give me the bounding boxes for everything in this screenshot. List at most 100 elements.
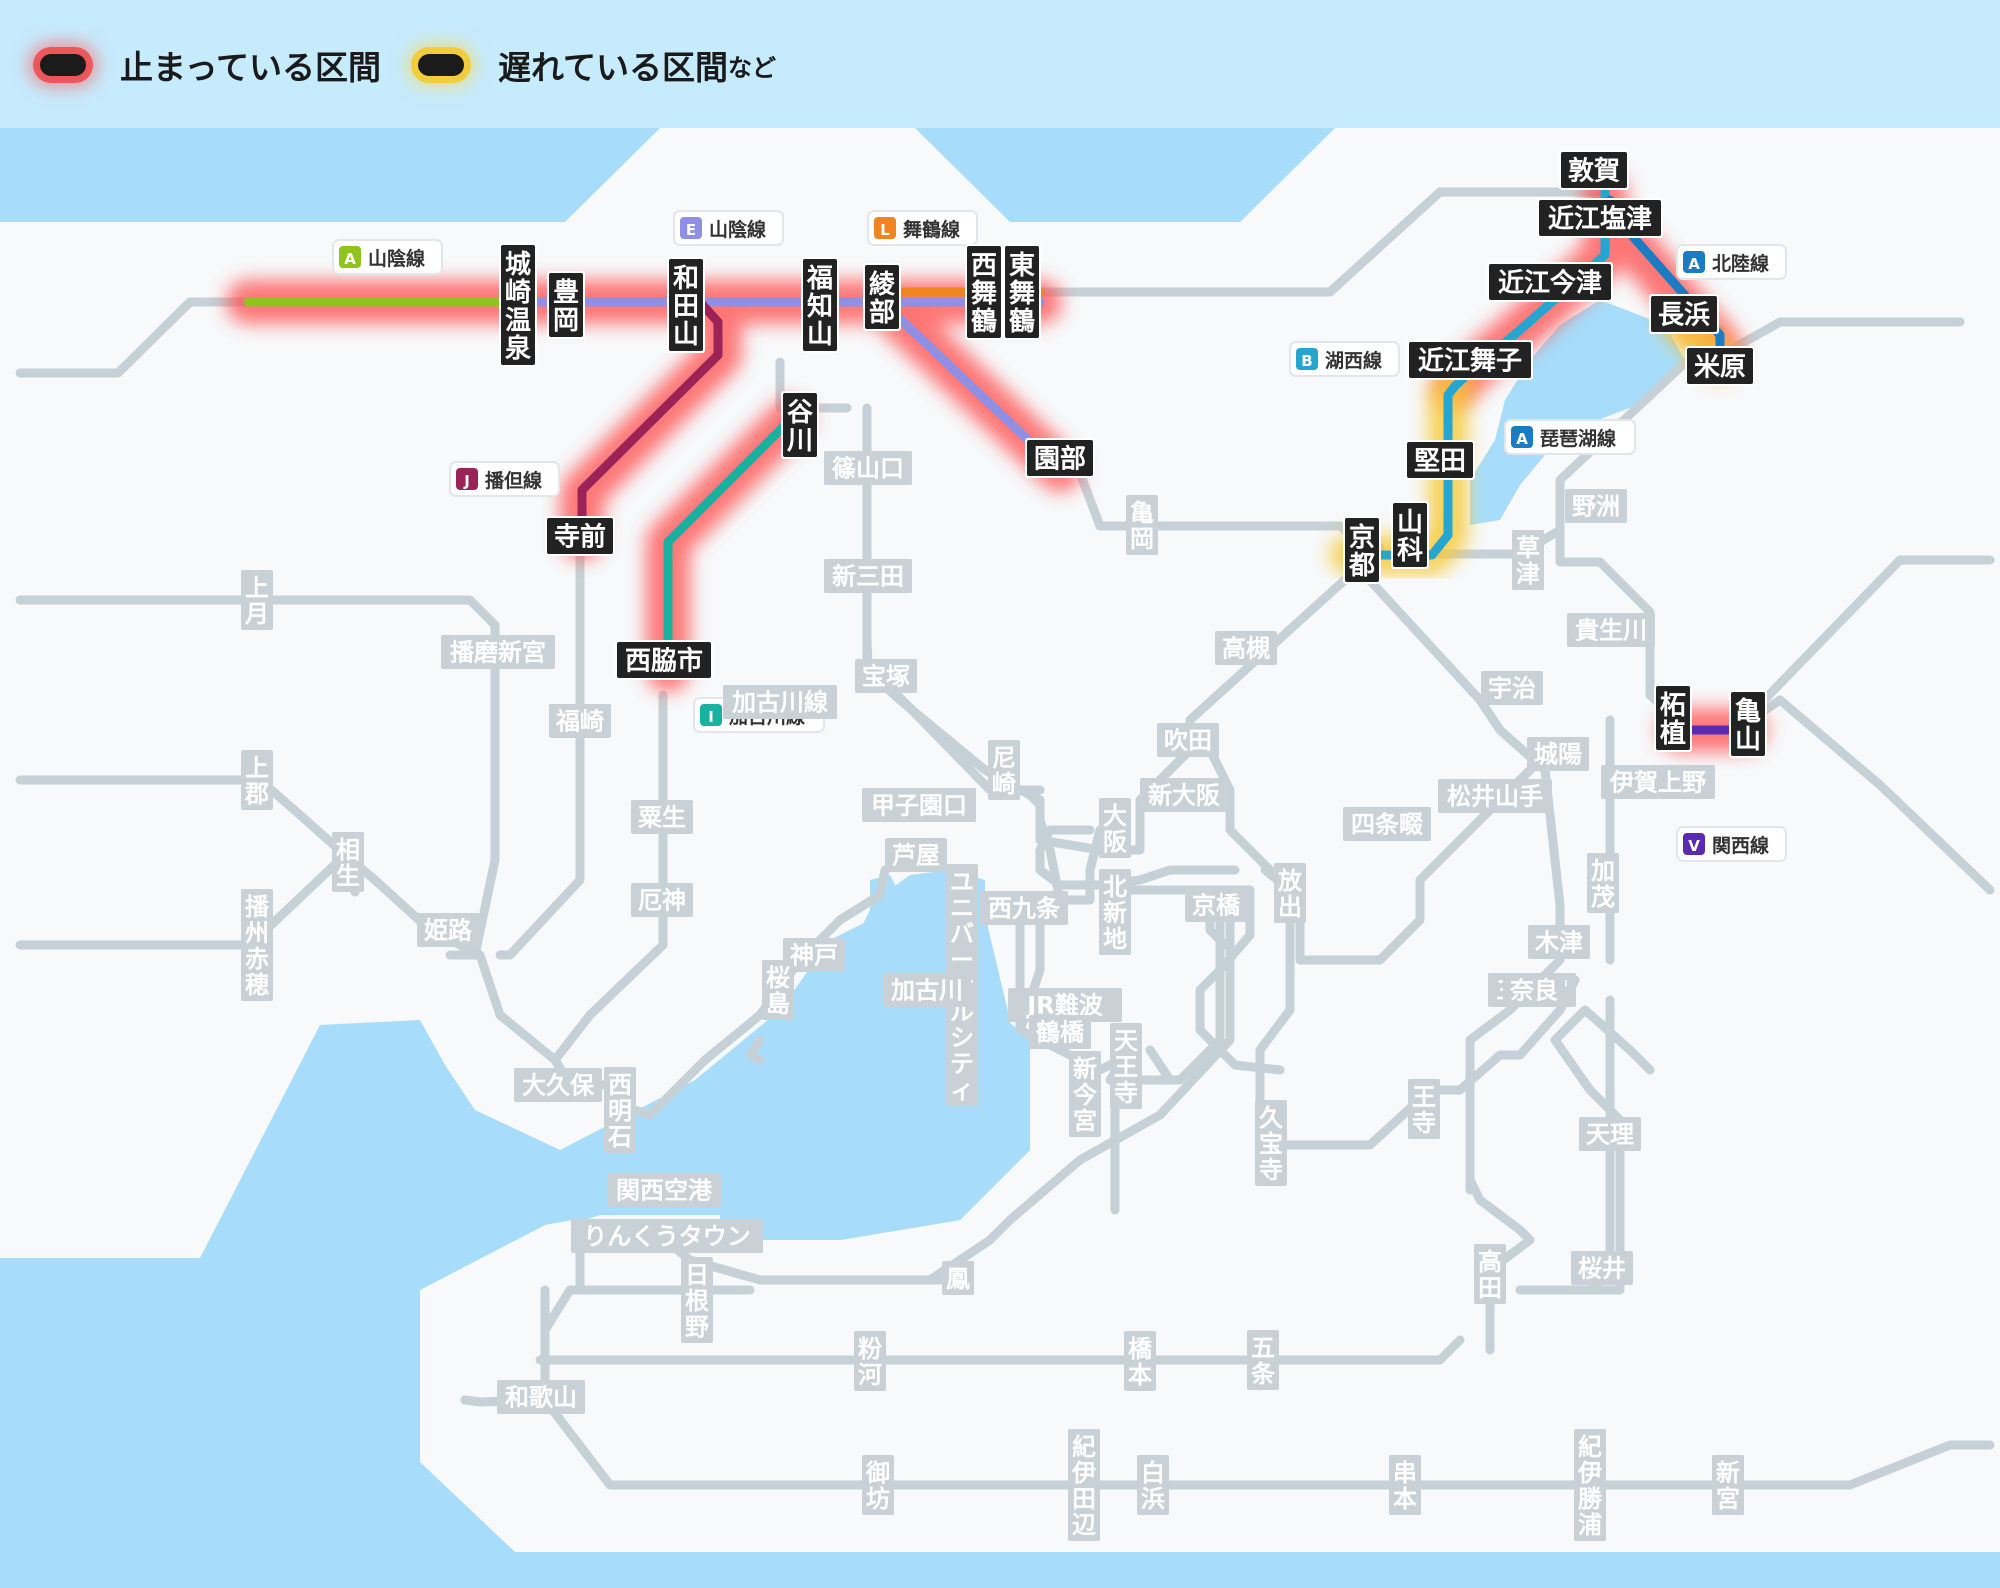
- station-53[interactable]: 日根野: [681, 1257, 713, 1343]
- station-9[interactable]: 宇治: [1481, 671, 1543, 705]
- delayed-swatch: [418, 54, 464, 76]
- station-10[interactable]: 城陽: [1527, 737, 1589, 771]
- station-58[interactable]: 橋本: [1124, 1331, 1156, 1391]
- station-5[interactable]: 野洲: [1565, 489, 1627, 523]
- station-33[interactable]: 京橋: [1185, 888, 1247, 922]
- station-active-19[interactable]: 山科: [1391, 501, 1429, 569]
- station-name: 近江今津: [1498, 267, 1602, 298]
- station-name: 上月: [244, 574, 269, 628]
- station-15[interactable]: 加古川線: [723, 685, 837, 719]
- station-name: 吹田: [1164, 727, 1212, 755]
- station-active-11[interactable]: 園部: [1025, 438, 1095, 478]
- station-36[interactable]: 木津: [1528, 925, 1590, 959]
- station-active-17[interactable]: 近江舞子: [1407, 340, 1533, 380]
- station-52[interactable]: りんくうタウン: [571, 1219, 763, 1253]
- station-26[interactable]: 粟生: [631, 800, 693, 834]
- station-11[interactable]: 伊賀上野: [1601, 765, 1715, 799]
- station-name: 米原: [1694, 352, 1746, 382]
- station-21[interactable]: 松井山手: [1438, 779, 1552, 813]
- station-name: JR難波: [1025, 992, 1103, 1020]
- station-active-5[interactable]: 綾部: [863, 263, 901, 331]
- station-active-3[interactable]: 和田山: [667, 257, 705, 353]
- station-35[interactable]: 加茂: [1587, 853, 1619, 913]
- station-active-12[interactable]: 敦賀: [1559, 150, 1629, 190]
- station-14[interactable]: 福崎: [549, 704, 611, 738]
- station-57[interactable]: 粉河: [854, 1331, 886, 1391]
- station-18[interactable]: 新大阪: [1140, 778, 1228, 812]
- station-55[interactable]: 高田: [1474, 1244, 1506, 1304]
- station-active-7[interactable]: 東舞鶴: [1003, 244, 1041, 340]
- station-3[interactable]: 宝塚: [855, 659, 917, 693]
- station-47[interactable]: 天王寺: [1110, 1023, 1142, 1109]
- station-60[interactable]: 和歌山: [497, 1380, 585, 1414]
- station-41[interactable]: JR難波: [1008, 988, 1122, 1022]
- station-active-21[interactable]: 柘植: [1654, 684, 1692, 752]
- station-49[interactable]: 久宝寺: [1255, 1100, 1287, 1186]
- station-8[interactable]: 高槻: [1215, 631, 1277, 665]
- station-38[interactable]: 神戸: [783, 938, 845, 972]
- station-27[interactable]: 厄神: [631, 883, 693, 917]
- station-active-8[interactable]: 寺前: [545, 516, 615, 556]
- station-name: 関西空港: [616, 1177, 713, 1205]
- station-56[interactable]: 桜井: [1571, 1251, 1633, 1285]
- station-name: 和田山: [673, 264, 699, 350]
- station-64[interactable]: 串本: [1389, 1455, 1421, 1515]
- station-24[interactable]: 播州赤穂: [241, 889, 273, 1001]
- station-65[interactable]: 紀伊勝浦: [1574, 1429, 1606, 1541]
- station-44[interactable]: 大久保: [514, 1068, 602, 1102]
- station-29[interactable]: 大阪: [1099, 798, 1131, 858]
- station-62[interactable]: 紀伊田辺: [1068, 1429, 1100, 1541]
- station-4[interactable]: 亀岡: [1126, 495, 1158, 555]
- station-30[interactable]: 北新地: [1099, 869, 1131, 955]
- station-63[interactable]: 白浜: [1137, 1455, 1169, 1515]
- station-34[interactable]: 放出: [1274, 863, 1306, 923]
- legend-stopped-label: 止まっている区間: [120, 48, 382, 87]
- station-32[interactable]: 西九条: [980, 891, 1068, 925]
- station-active-20[interactable]: 京都: [1343, 516, 1381, 584]
- station-active-10[interactable]: 西脇市: [615, 640, 713, 680]
- station-13[interactable]: 播磨新宮: [441, 635, 555, 669]
- station-17[interactable]: 尼崎: [988, 740, 1020, 800]
- station-20[interactable]: 四条畷: [1343, 807, 1431, 841]
- station-28[interactable]: 芦屋: [885, 838, 947, 872]
- station-59[interactable]: 五条: [1247, 1330, 1279, 1390]
- station-active-16[interactable]: 米原: [1685, 346, 1755, 386]
- station-active-9[interactable]: 谷川: [781, 391, 819, 459]
- station-25[interactable]: 姫路: [417, 913, 479, 947]
- station-name: 野洲: [1572, 493, 1620, 521]
- station-1[interactable]: 篠山口: [824, 451, 912, 485]
- station-active-14[interactable]: 近江今津: [1487, 262, 1613, 302]
- station-51[interactable]: 関西空港: [607, 1173, 721, 1207]
- station-name: 宝塚: [862, 663, 910, 691]
- station-48[interactable]: 王寺: [1408, 1079, 1440, 1139]
- station-7[interactable]: 貴生川: [1567, 613, 1655, 647]
- station-50[interactable]: 天理: [1579, 1117, 1641, 1151]
- station-active-13[interactable]: 近江塩津: [1537, 198, 1663, 238]
- station-61[interactable]: 御坊: [862, 1455, 894, 1515]
- station-66[interactable]: 新宮: [1712, 1455, 1744, 1515]
- station-45[interactable]: 西明石: [604, 1067, 636, 1153]
- station-19[interactable]: 甲子園口: [862, 788, 976, 822]
- station-42[interactable]: 鶴橋: [1029, 1015, 1091, 1049]
- station-active-15[interactable]: 長浜: [1649, 294, 1719, 334]
- station-name: 加古川: [891, 977, 963, 1005]
- station-43[interactable]: 奈良: [1503, 973, 1565, 1007]
- station-22[interactable]: 上郡: [241, 750, 273, 810]
- station-23[interactable]: 相生: [332, 832, 364, 892]
- station-46[interactable]: 新今宮: [1069, 1051, 1101, 1137]
- station-active-2[interactable]: 豊岡: [547, 271, 585, 339]
- station-active-6[interactable]: 西舞鶴: [965, 244, 1003, 340]
- station-12[interactable]: 上月: [241, 570, 273, 630]
- station-name: 亀岡: [1130, 499, 1154, 553]
- station-40[interactable]: 加古川: [883, 973, 971, 1007]
- station-39[interactable]: 桜島: [762, 960, 794, 1020]
- station-active-18[interactable]: 堅田: [1405, 440, 1475, 480]
- station-active-4[interactable]: 福知山: [801, 257, 839, 353]
- station-2[interactable]: 新三田: [824, 559, 912, 593]
- station-active-22[interactable]: 亀山: [1729, 690, 1767, 758]
- station-54[interactable]: 鳳: [942, 1261, 974, 1295]
- station-6[interactable]: 草津: [1512, 530, 1544, 590]
- station-active-1[interactable]: 城崎温泉: [499, 243, 537, 367]
- station-16[interactable]: 吹田: [1157, 723, 1219, 757]
- station-name: 姫路: [424, 917, 473, 945]
